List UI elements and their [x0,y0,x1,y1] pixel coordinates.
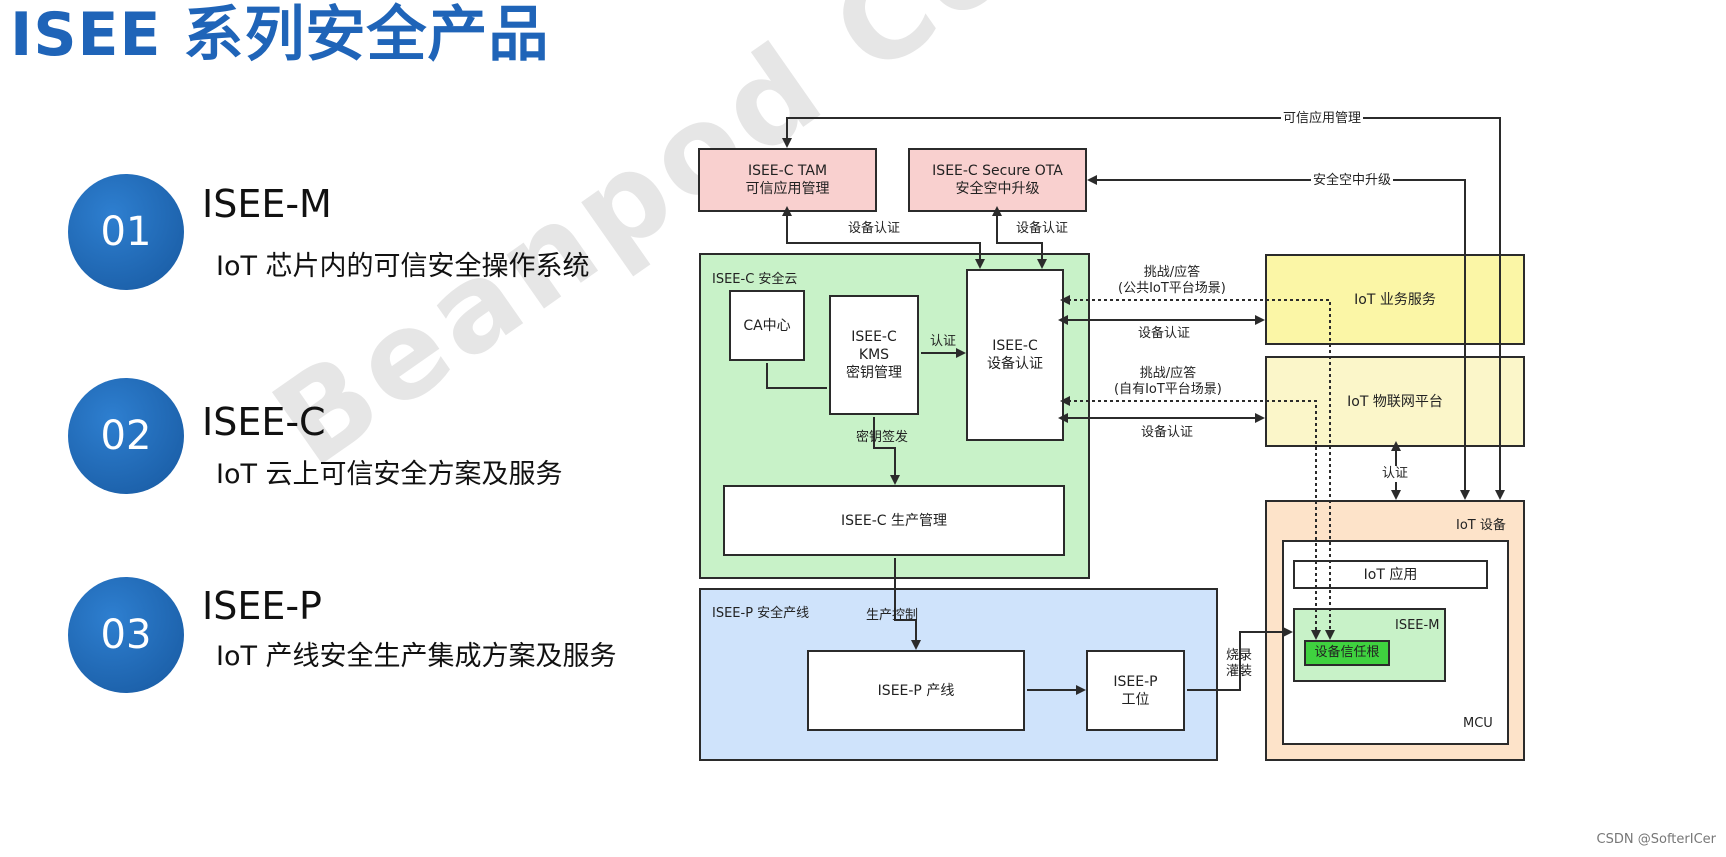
connector-auth-ota [992,206,1047,269]
device-auth-box: ISEE-C 设备认证 [966,269,1064,441]
secure-ota-box: ISEE-C Secure OTA 安全空中升级 [908,148,1087,212]
edge-label-production-control: 生产控制 [866,608,919,623]
edge-label-ota-upgrade: 安全空中升级 [1311,173,1394,189]
product-number-badge: 02 [68,378,184,494]
product-description: IoT 芯片内的可信安全操作系统 [216,251,590,282]
production-line-box: ISEE-P 产线 [807,650,1025,731]
page-title: ISEE 系列安全产品 [10,0,550,70]
product-name: ISEE-M [202,182,332,226]
production-mgmt-box: ISEE-C 生产管理 [723,485,1065,556]
product-number-badge: 01 [68,174,184,290]
edge-label-key-distribution: 密钥签发 [856,430,909,445]
connector-auth-tam [782,206,985,269]
connector-challenge-own [1060,396,1321,640]
kms-box: ISEE-C KMS 密钥管理 [829,295,919,415]
iot-device-label: IoT 设备 [1456,518,1506,533]
edge-label-trusted-mgmt: 可信应用管理 [1281,111,1364,127]
isee-m-label: ISEE-M [1395,618,1440,633]
production-line-label: ISEE-P 安全产线 [712,606,810,621]
product-description: IoT 产线安全生产集成方案及服务 [216,641,617,672]
edge-label-device-auth: 设备认证 [1138,326,1191,341]
mcu-label: MCU [1463,716,1493,731]
connector-ca-kms [766,363,827,389]
product-name: ISEE-C [202,400,326,444]
workstation-box: ISEE-P 工位 [1086,650,1185,731]
edge-label-burn-fill: 烧录 灌装 [1226,648,1253,679]
edge-label-verify: 认证 [1382,466,1409,482]
connector-mfg-line [894,558,921,650]
edge-label-device-auth: 设备认证 [1141,425,1194,440]
connector-kms-mfg [873,417,900,485]
product-number-badge: 03 [68,577,184,693]
product-description: IoT 云上可信安全方案及服务 [216,459,563,490]
edge-label-challenge-public: 挑战/应答 (公共IoT平台场景) [1118,265,1226,296]
tam-box: ISEE-C TAM 可信应用管理 [698,148,877,212]
edge-label-device-auth: 设备认证 [1016,221,1069,236]
connector-challenge-public [1060,295,1335,640]
ca-center-box: CA中心 [729,290,805,361]
edge-label-auth: 认证 [930,334,957,349]
footer-credit: CSDN @SofterICer [1596,832,1716,847]
secure-cloud-label: ISEE-C 安全云 [712,272,798,287]
edge-label-challenge-own: 挑战/应答 (自有IoT平台场景) [1114,366,1222,397]
product-name: ISEE-P [202,584,322,628]
edge-label-device-auth: 设备认证 [848,221,901,236]
device-root-of-trust-box: 设备信任根 [1304,640,1390,666]
